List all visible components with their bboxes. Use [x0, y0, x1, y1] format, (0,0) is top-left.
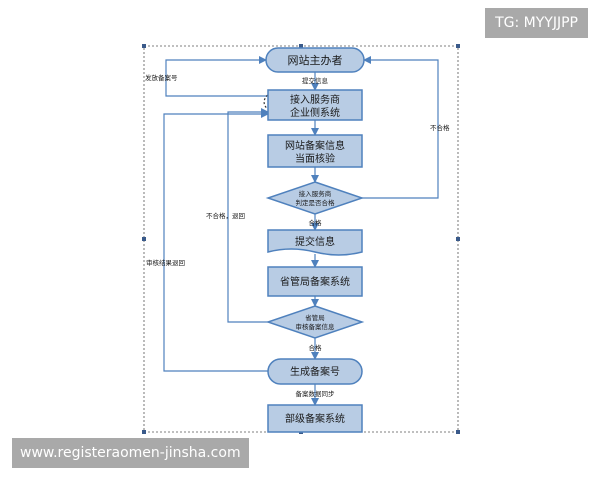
node-review-shape — [267, 134, 363, 168]
edge-label-issue-number: 发放备案号 — [145, 73, 178, 82]
node-access-provider-label-2: 企业侧系统 — [290, 106, 340, 119]
node-generate-number-label: 生成备案号 — [290, 365, 340, 378]
edge-label-pass-2: 合格 — [309, 343, 323, 352]
edge-fail-right — [362, 56, 439, 199]
edge-label-fail-right: 不合格 — [430, 123, 450, 132]
node-bureau-decision-shape — [265, 305, 365, 339]
node-website-owner-label: 网站主办者 — [288, 53, 343, 67]
edge-label-fail-return: 不合格，退回 — [206, 211, 245, 220]
node-submit-info-label: 提交信息 — [295, 235, 335, 248]
node-ministry-system-shape — [267, 404, 363, 433]
node-provincial-system-label: 省管局备案系统 — [280, 275, 350, 288]
watermark-url: www.registeraomen-jinsha.com — [12, 438, 249, 468]
edge-label-data-sync: 备案数据同步 — [296, 389, 336, 398]
node-provider-decision-label-1: 接入服务商 — [299, 189, 332, 198]
edge-label-result-return: 审核结果退回 — [146, 258, 185, 267]
node-review-label-2: 当面核验 — [295, 152, 335, 165]
node-ministry-system-label: 部级备案系统 — [285, 412, 345, 425]
edge-label-pass-1: 合格 — [309, 218, 323, 227]
edge-result-return — [163, 110, 269, 372]
node-access-provider-label-1: 接入服务商 — [290, 93, 340, 106]
watermark-tag: TG: MYYJJPP — [485, 8, 588, 38]
node-review-label-1: 网站备案信息 — [285, 139, 345, 152]
node-provider-decision-label-2: 判定是否合格 — [296, 198, 336, 207]
node-website-owner-shape — [265, 47, 365, 73]
edge-issue-number — [165, 56, 268, 97]
node-bureau-decision-label-2: 审核备案信息 — [296, 322, 336, 331]
node-access-provider-shape — [267, 89, 363, 121]
node-bureau-decision-label-1: 省管局 — [305, 313, 325, 322]
node-submit-info-shape — [267, 229, 363, 256]
node-provincial-system-shape — [267, 266, 363, 297]
edge-fail-return — [227, 108, 269, 323]
node-generate-number-shape — [267, 358, 363, 385]
node-provider-decision-shape — [265, 181, 365, 215]
edge-label-submit-info: 提交信息 — [302, 76, 329, 85]
